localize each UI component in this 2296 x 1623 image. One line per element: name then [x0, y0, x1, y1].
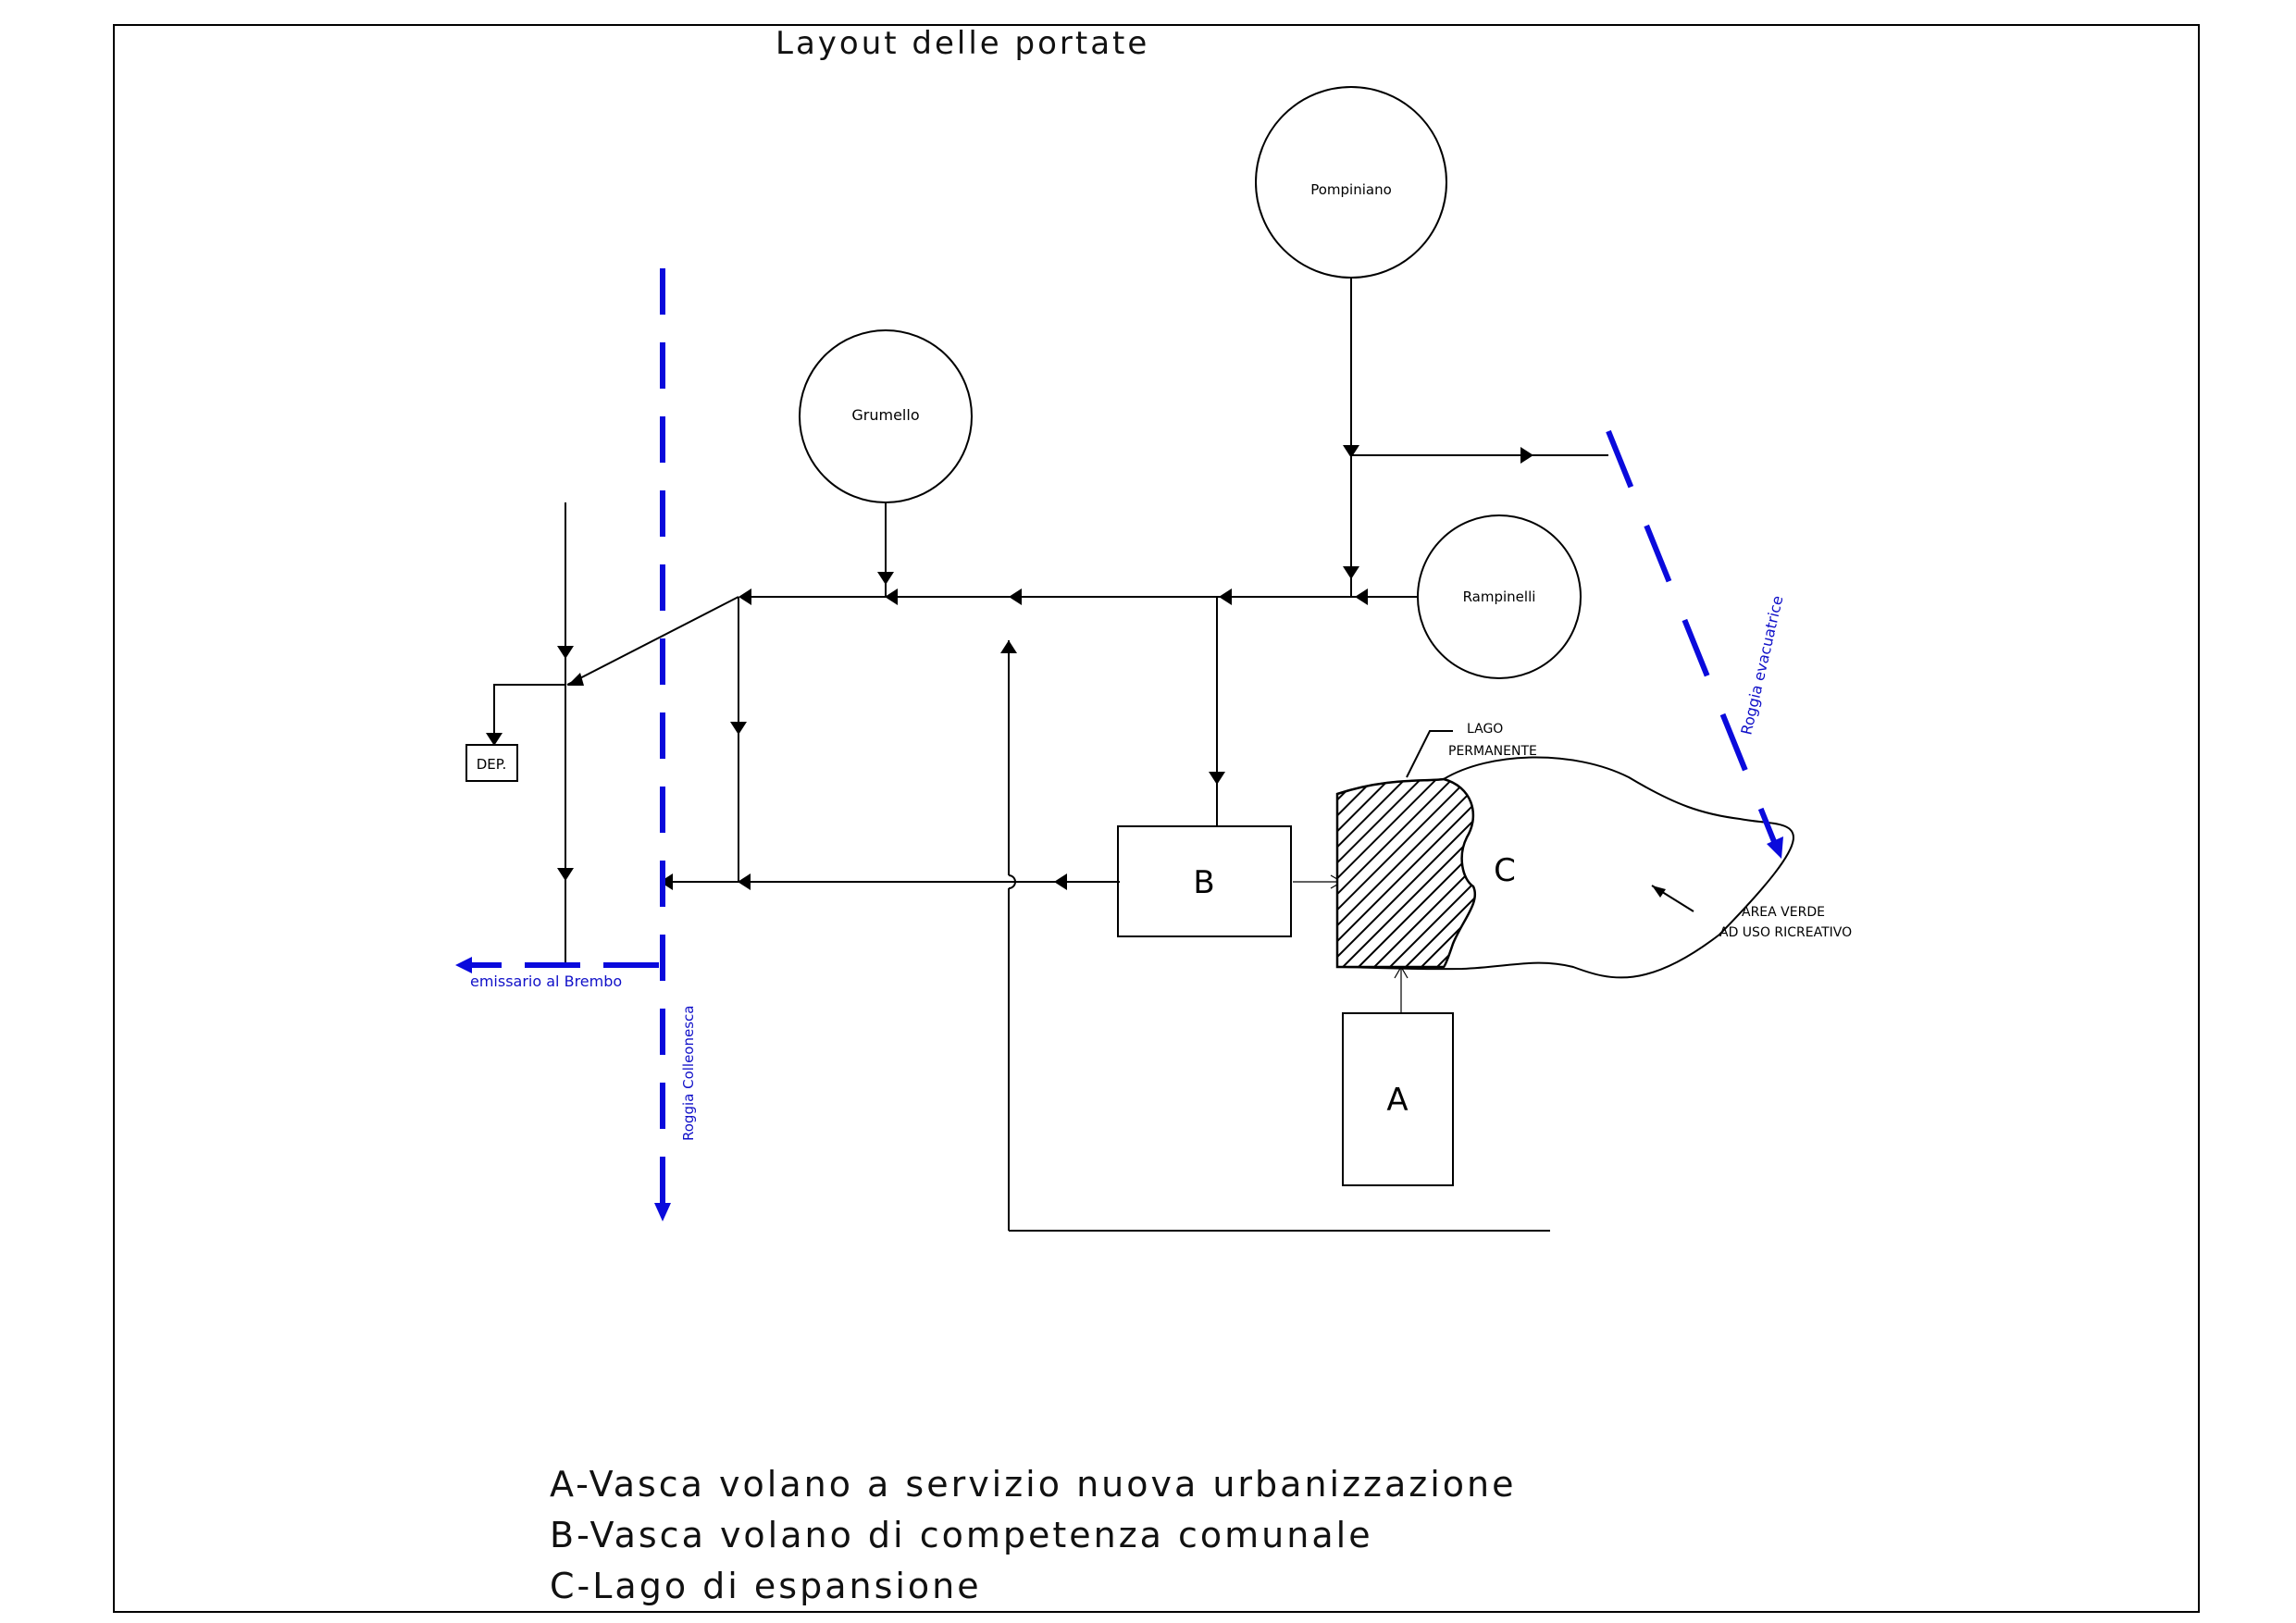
dep-branch-line	[493, 684, 565, 742]
roggia-evacuatrice-line	[1606, 429, 1778, 846]
arrow-left-bottom-2	[738, 873, 751, 890]
arrow-down-pompiniano-2	[1343, 566, 1359, 579]
roggia-evacuatrice: Roggia evacuatrice	[1606, 429, 1786, 859]
flow-arrows	[486, 445, 1533, 890]
arrow-down-dep-line-2	[557, 868, 574, 881]
arrow-left-bottom-1	[1054, 873, 1067, 890]
permanent-lake-hatch	[1335, 777, 1476, 969]
node-grumello: Grumello	[799, 329, 973, 503]
basin-a: A	[1342, 1012, 1454, 1186]
lake-c-label: C	[1494, 852, 1516, 889]
arrow-left-rampinelli	[1355, 588, 1368, 605]
arrow-left-to-colleonesca	[660, 873, 673, 890]
lago-label-2: PERMANENTE	[1448, 744, 1537, 759]
node-pompiniano-label: Pompiniano	[1310, 181, 1392, 198]
node-pompiniano: Pompiniano	[1255, 86, 1447, 279]
arrow-down-pompiniano-1	[1343, 445, 1359, 458]
dep-label: DEP.	[477, 756, 507, 773]
node-grumello-label: Grumello	[851, 406, 919, 424]
arrow-diagonal-junction	[567, 673, 584, 686]
diagonal-to-dep-line	[566, 596, 739, 686]
arrow-down-b	[1209, 772, 1225, 785]
arrow-down-dep-line-1	[557, 646, 574, 659]
basin-b-label: B	[1193, 864, 1214, 901]
basin-b: B	[1117, 825, 1292, 937]
roggia-colleonesca-arrow	[654, 1203, 671, 1221]
arrow-left-collector-2	[1009, 588, 1022, 605]
area-verde-callout: AREA VERDE AD USO RICREATIVO	[1651, 885, 1852, 940]
area-verde-label-1: AREA VERDE	[1742, 905, 1825, 920]
arrow-up-bypass	[1000, 640, 1017, 653]
arrow-left-collector-4	[738, 588, 751, 605]
node-rampinelli-label: Rampinelli	[1463, 588, 1536, 605]
roggia-colleonesca: Roggia Colleonesca	[654, 268, 697, 1221]
arrow-right-evacuatrice	[1520, 447, 1533, 464]
emissario-al-brembo: emissario al Brembo	[455, 957, 659, 990]
roggia-colleonesca-label: Roggia Colleonesca	[680, 1006, 697, 1141]
basin-a-label: A	[1386, 1082, 1408, 1119]
emissario-arrow	[455, 957, 472, 973]
lago-label-1: LAGO	[1467, 722, 1503, 737]
emissario-label: emissario al Brembo	[470, 973, 622, 990]
area-verde-label-2: AD USO RICREATIVO	[1719, 925, 1852, 940]
lake-outline	[1336, 756, 1794, 979]
arrow-down-left-connector	[730, 722, 747, 735]
legend-item-b: B-Vasca volano di competenza comunale	[550, 1515, 1373, 1555]
legend-item-c: C-Lago di espansione	[550, 1566, 982, 1606]
legend-item-a: A-Vasca volano a servizio nuova urbanizz…	[550, 1464, 1517, 1505]
drawing-frame	[113, 24, 2200, 1613]
dep-box: DEP.	[465, 744, 518, 782]
arrow-left-collector-3	[885, 588, 898, 605]
roggia-evacuatrice-arrow	[1767, 836, 1783, 859]
lake-c: C	[1335, 756, 1794, 979]
arrow-down-dep-box	[486, 733, 503, 746]
roggia-evacuatrice-label: Roggia evacuatrice	[1737, 594, 1786, 737]
arrow-left-collector-1	[1219, 588, 1232, 605]
arrow-down-grumello	[877, 572, 894, 585]
lago-permanente-callout: LAGO PERMANENTE	[1406, 722, 1537, 778]
legend: A-Vasca volano a servizio nuova urbanizz…	[550, 1464, 1517, 1606]
drawing-title: Layout delle portate	[776, 25, 1149, 62]
node-rampinelli: Rampinelli	[1417, 514, 1582, 679]
